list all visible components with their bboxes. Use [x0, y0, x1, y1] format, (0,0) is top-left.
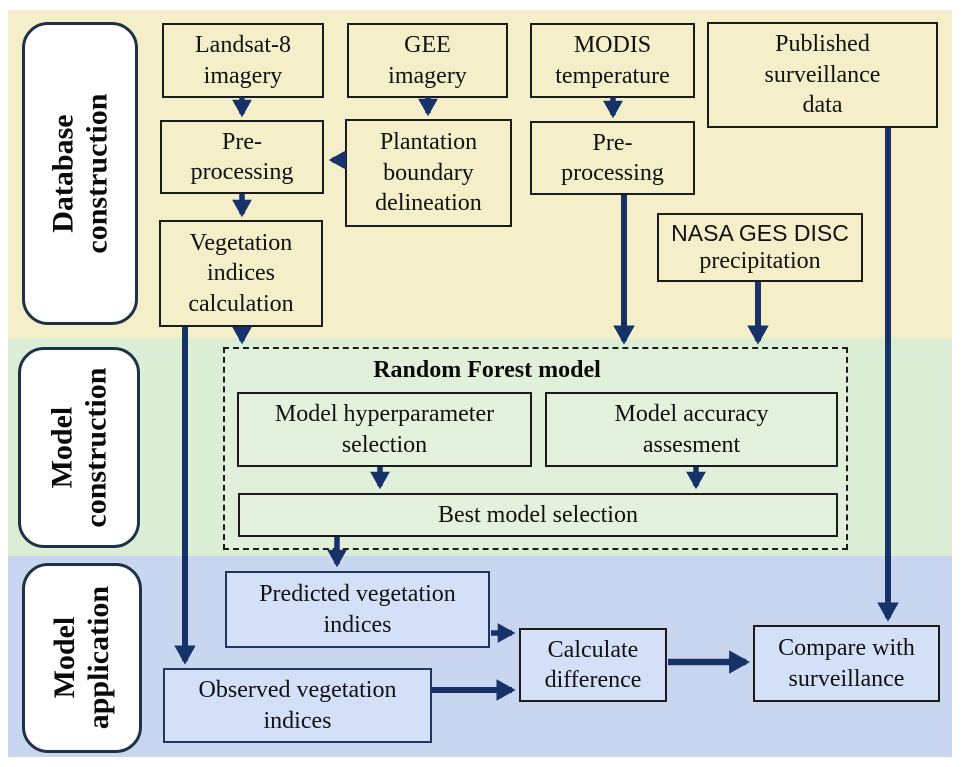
box-published-surveillance-data: Published surveillance data: [707, 22, 938, 128]
section-label-text: Database construction: [46, 94, 113, 254]
box-gee-imagery: GEE imagery: [347, 23, 508, 98]
box-model-accuracy-assesment: Model accuracy assesment: [545, 392, 838, 467]
section-label-line: Database: [46, 114, 80, 233]
section-label-text: Model application: [48, 586, 115, 729]
box-predicted-vegetation-indices: Predicted vegetation indices: [225, 571, 490, 648]
section-label-model-application: Model application: [22, 563, 142, 753]
section-label-database-construction: Database construction: [22, 22, 138, 325]
box-nasa-ges-disc-precipitation: NASA GES DISC precipitation: [657, 213, 863, 282]
box-observed-vegetation-indices: Observed vegetation indices: [163, 668, 432, 743]
box-preprocessing-modis: Pre- processing: [530, 121, 695, 195]
section-label-line: construction: [79, 367, 112, 528]
section-label-model-construction: Model construction: [18, 347, 140, 548]
box-plantation-boundary-delineation: Plantation boundary delineation: [345, 119, 512, 227]
box-preprocessing-landsat: Pre- processing: [160, 120, 324, 194]
section-label-line: Model: [48, 617, 82, 699]
box-vegetation-indices-calculation: Vegetation indices calculation: [159, 220, 323, 327]
section-label-text: Model construction: [45, 368, 112, 528]
box-best-model-selection: Best model selection: [238, 493, 838, 537]
box-compare-with-surveillance: Compare with surveillance: [753, 625, 940, 702]
random-forest-model-title: Random Forest model: [373, 357, 601, 383]
box-modis-temperature: MODIS temperature: [530, 23, 695, 98]
box-model-hyperparameter-selection: Model hyperparameter selection: [237, 392, 532, 467]
box-landsat8-imagery: Landsat-8 imagery: [162, 23, 324, 98]
nasa-line1: NASA GES DISC: [671, 219, 849, 246]
section-label-line: application: [82, 586, 115, 730]
section-label-line: Model: [45, 406, 79, 489]
section-label-line: construction: [80, 93, 113, 254]
nasa-line2: precipitation: [699, 247, 821, 274]
box-calculate-difference: Calculate difference: [519, 628, 667, 702]
